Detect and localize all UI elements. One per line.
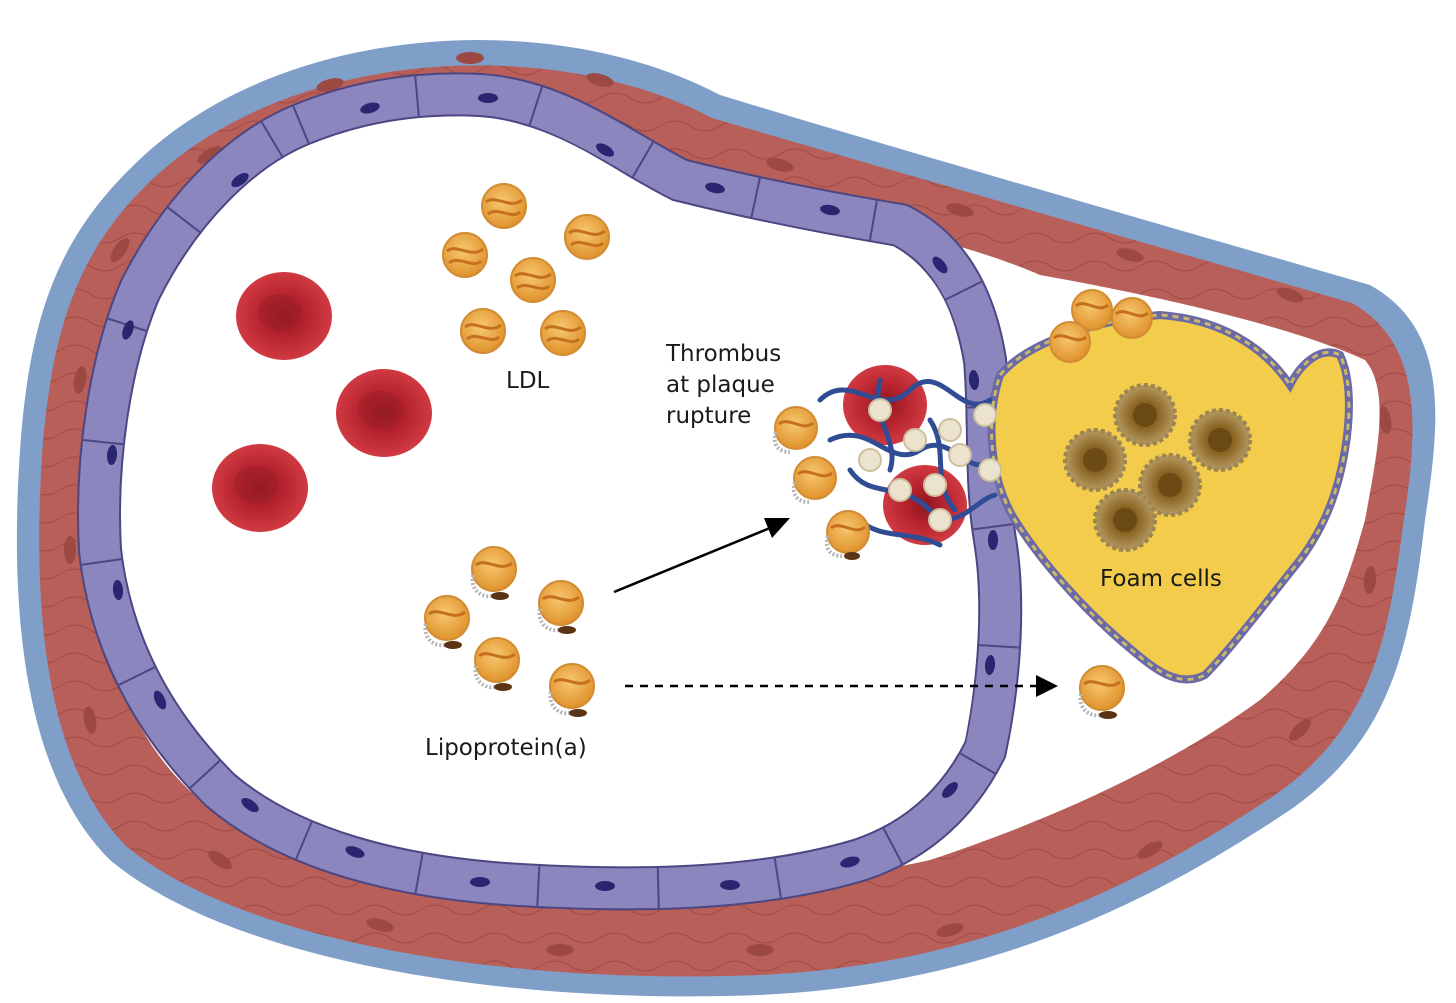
foam-cell xyxy=(1113,383,1177,447)
ldl-particle xyxy=(481,183,527,229)
foam-cell xyxy=(1138,453,1202,517)
foam-cells-label: Foam cells xyxy=(1100,566,1222,592)
ldl-particle xyxy=(442,232,488,278)
foam-cell xyxy=(1093,488,1157,552)
lipoprotein-a-particle xyxy=(473,637,520,691)
lipoprotein-a-label: Lipoprotein(a) xyxy=(425,735,587,761)
ldl-particle xyxy=(460,308,506,354)
ldl-particle xyxy=(1049,321,1091,363)
lipoprotein-a-particle xyxy=(824,510,870,560)
ldl-particle xyxy=(564,214,610,260)
dashed-arrow-to-wall xyxy=(625,675,1058,697)
thrombus-label-line-1: Thrombus xyxy=(666,341,782,367)
lipoprotein-a-particle xyxy=(423,595,470,649)
ldl-particle xyxy=(510,257,556,303)
ldl-particle xyxy=(540,310,586,356)
foam-cell xyxy=(1188,408,1252,472)
thrombus-label: Thrombus at plaque rupture xyxy=(666,339,781,432)
lipoprotein-a-particle xyxy=(537,580,584,634)
lumen xyxy=(123,117,978,865)
lipoprotein-a-particle xyxy=(791,456,837,504)
red-blood-cell xyxy=(212,444,308,532)
endothelial-nuclei xyxy=(106,93,998,891)
ldl-particle xyxy=(1071,289,1113,331)
lipoprotein-a-particle xyxy=(1078,665,1125,719)
thrombus-label-line-2: at plaque xyxy=(666,372,775,398)
red-blood-cell xyxy=(236,272,332,360)
thrombus-label-line-3: rupture xyxy=(666,403,752,429)
ldl-particle xyxy=(1111,297,1153,339)
lipoprotein-a-particle xyxy=(470,546,517,600)
lipoprotein-a-particles xyxy=(423,406,1125,719)
ldl-label: LDL xyxy=(506,368,550,394)
endothelium-layer xyxy=(77,72,1023,911)
arrow-to-thrombus xyxy=(613,518,790,594)
foam-cells xyxy=(1063,383,1252,552)
thrombus xyxy=(817,377,1002,548)
red-blood-cell xyxy=(336,369,432,457)
lipoprotein-a-particle xyxy=(548,663,595,717)
media-nuclei xyxy=(64,52,1392,956)
lipoprotein-a-particle xyxy=(772,406,818,454)
ldl-particles xyxy=(442,183,1153,363)
foam-cell xyxy=(1063,428,1127,492)
